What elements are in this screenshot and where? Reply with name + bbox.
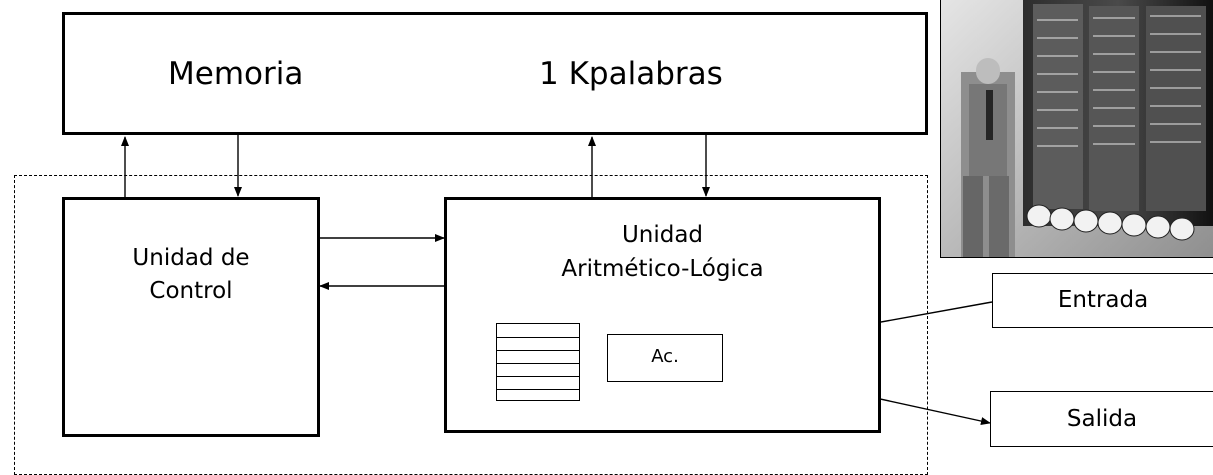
von-neumann-computer-photo — [941, 0, 1213, 257]
input-label: Entrada — [1057, 287, 1149, 313]
input-box: Entrada — [992, 273, 1213, 328]
memory-size-label: 1 Kpalabras — [539, 56, 723, 92]
output-box: Salida — [990, 391, 1213, 447]
control-unit-label-line1: Unidad de — [132, 245, 250, 271]
memory-label: Memoria — [168, 56, 304, 92]
alu-label-line1: Unidad — [621, 222, 704, 248]
register-slot — [497, 389, 579, 390]
alu-label-line2: Aritmético-Lógica — [561, 256, 764, 282]
register-slot — [497, 363, 579, 364]
control-unit-label-line2: Control — [149, 278, 233, 304]
accumulator-label: Ac. — [651, 346, 679, 367]
alu-register-file — [496, 323, 580, 401]
output-label: Salida — [1066, 406, 1138, 432]
alu-box: Unidad Aritmético-Lógica Ac. — [444, 197, 881, 433]
accumulator-box: Ac. — [607, 334, 723, 382]
memory-box: Memoria 1 Kpalabras — [62, 12, 928, 135]
register-slot — [497, 337, 579, 338]
photo-frame — [940, 0, 1213, 258]
register-slot — [497, 376, 579, 377]
control-unit-box: Unidad de Control — [62, 197, 320, 437]
register-slot — [497, 350, 579, 351]
